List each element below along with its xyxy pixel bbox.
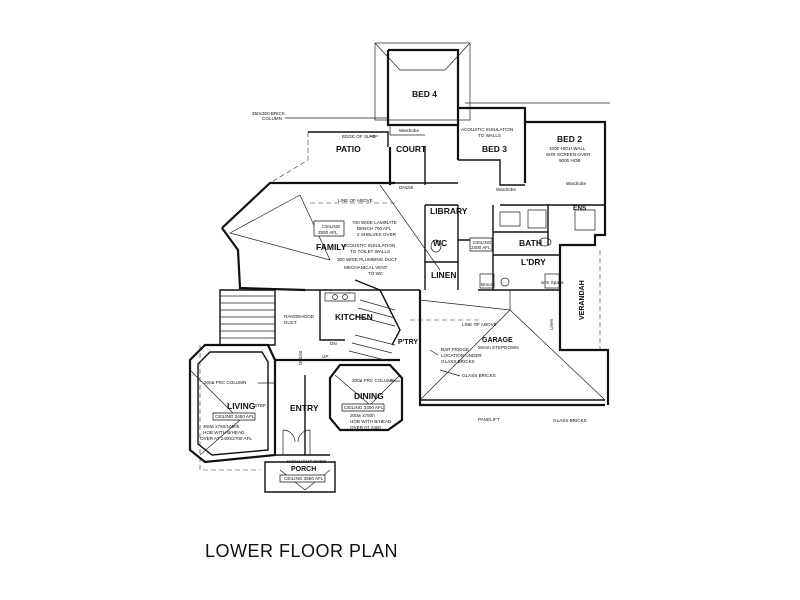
note-garage-step: 50mm STEPDOWN xyxy=(478,345,519,350)
annotation-notes: 350x350 BRICK COLUMN EDGE OF SLAB Wardro… xyxy=(200,111,591,481)
note-acoustic-wc-1: ACOUSTIC INSULATION xyxy=(343,243,395,248)
note-high-wall-2: SHR SCREEN OVER xyxy=(546,152,591,157)
note-line-above-garage: LINE OF ABOVE xyxy=(462,322,497,327)
note-bar-fridge-2: LOCATION UNDER xyxy=(441,353,482,358)
note-mech-vent-1: MECHANICAL VENT xyxy=(344,265,388,270)
ceiling-box-dining xyxy=(342,404,384,411)
note-broom: Broom xyxy=(481,282,495,287)
ceiling-box-porch xyxy=(280,475,325,482)
room-linen-small: Linen xyxy=(549,318,554,330)
note-hob-living-2: HOB WITH B/HEAD xyxy=(203,430,245,435)
note-dn150-lower: DN150 xyxy=(298,350,303,365)
note-dn: DN xyxy=(330,341,337,346)
note-step: STEP xyxy=(254,403,266,408)
note-highlight: HIGHLIGHT OVER xyxy=(287,459,327,464)
note-bar-fridge-3: GLASS BRICKS xyxy=(441,359,475,364)
note-high-wall-1: 1000 HIGH WALL xyxy=(549,146,586,151)
note-mech-vent-2: TO WC xyxy=(368,271,384,276)
roof-hip-lines xyxy=(190,43,610,490)
note-acoustic-bed3-2: TO WALLS xyxy=(478,133,501,138)
room-family: FAMILY xyxy=(316,242,347,252)
note-wardrobe-bed3: Wardrobe xyxy=(496,187,516,192)
note-hob-dining-1: 300w x750h xyxy=(350,413,375,418)
note-ceiling-porch: CEILING 3550 AFL xyxy=(284,476,324,481)
room-ldry: L'DRY xyxy=(521,257,546,267)
room-kitchen: KITCHEN xyxy=(335,312,373,322)
dashed-lines xyxy=(200,132,600,470)
note-wardrobe-bed4: Wardrobe xyxy=(399,128,419,133)
note-panelift: PANELIFT xyxy=(478,417,500,422)
room-bed2: BED 2 xyxy=(557,134,582,144)
room-dining: DINING xyxy=(354,391,384,401)
note-hob-living-1: 300w x750/1050h xyxy=(203,424,240,429)
note-rangehood-1: RANGEHOOD xyxy=(284,314,315,319)
fixtures xyxy=(283,125,595,455)
note-ceiling-bath-1: CEILING xyxy=(473,240,492,245)
plan-title: LOWER FLOOR PLAN xyxy=(205,541,399,561)
note-wm-space: w/m Space xyxy=(541,280,564,285)
note-glass-bricks-1: GLASS BRICKS xyxy=(462,373,496,378)
room-ens: ENS xyxy=(573,205,587,212)
note-acoustic-bed3-1: ACOUSTIC INSULATION xyxy=(461,127,513,132)
stair-treads xyxy=(220,296,395,361)
leader-lines xyxy=(258,118,460,383)
note-ceiling-bath-2: 2400 AFL xyxy=(471,245,491,250)
note-hob-living-3: OVER AT 2400/2700 AFL xyxy=(200,436,252,441)
note-dn150: DN150 xyxy=(399,185,414,190)
room-living: LIVING xyxy=(227,401,256,411)
note-up: UP xyxy=(322,354,328,359)
note-brick-column-2: COLUMN xyxy=(262,116,282,121)
note-line-above-family: LINE OF ABOVE xyxy=(338,198,373,203)
note-acoustic-wc-2: TO TOILET WALLS xyxy=(350,249,390,254)
room-library: LIBRARY xyxy=(430,206,468,216)
room-linen: LINEN xyxy=(431,270,457,280)
note-frc-col-dining: 200ø FRC COLUMN xyxy=(352,378,394,383)
note-laminate-3: 2 SHELVES OVER xyxy=(357,232,397,237)
ceiling-box-living xyxy=(213,413,255,420)
note-edge-of-slab: EDGE OF SLAB xyxy=(342,134,376,139)
note-brick-column: 350x350 BRICK xyxy=(252,111,286,116)
ceiling-box-bath xyxy=(470,238,492,251)
room-bed3: BED 3 xyxy=(482,144,507,154)
ceiling-box-family xyxy=(314,221,344,236)
note-bar-fridge-1: BAR FRIDGE xyxy=(441,347,469,352)
note-laminate-1: 700 WIDE LAMINATE xyxy=(352,220,397,225)
note-plumbing-duct: 300 WIDE PLUMBING DUCT xyxy=(337,257,397,262)
note-frc-col-living: 200ø FRC COLUMN xyxy=(204,380,246,385)
note-ceiling-dining: CEILING 3300 AFL xyxy=(344,405,384,410)
note-ceiling-living: CEILING 3450 AFL xyxy=(215,414,255,419)
room-patio: PATIO xyxy=(336,144,361,154)
note-rangehood-2: DUCT xyxy=(284,320,297,325)
room-wc: WC xyxy=(433,238,447,248)
note-hob-dining-2: HOB WITH B/HEAD xyxy=(350,419,392,424)
note-wardrobe-bed2: Wardrobe xyxy=(566,181,586,186)
note-laminate-2: BENCH 700 AFL xyxy=(357,226,392,231)
note-hob-dining-3: OVER AT 2400 xyxy=(350,425,381,430)
room-court: COURT xyxy=(396,144,427,154)
note-ceiling-family-2: 2550 AFL xyxy=(318,230,338,235)
room-porch: PORCH xyxy=(291,466,316,473)
note-ceiling-family-1: CEILING xyxy=(322,224,341,229)
room-garage: GARAGE xyxy=(482,337,513,344)
exterior-walls xyxy=(190,50,608,492)
note-high-wall-3: 900h HOB xyxy=(559,158,580,163)
room-bath: BATH xyxy=(519,238,542,248)
room-entry: ENTRY xyxy=(290,403,319,413)
room-verandah: VERANDAH xyxy=(579,280,586,320)
room-pantry: P'TRY xyxy=(398,339,418,346)
note-glass-bricks-2: GLASS BRICKS xyxy=(553,418,587,423)
room-labels: BED 4 BED 3 BED 2 PATIO COURT LIBRARY FA… xyxy=(227,89,587,473)
room-bed4: BED 4 xyxy=(412,89,437,99)
